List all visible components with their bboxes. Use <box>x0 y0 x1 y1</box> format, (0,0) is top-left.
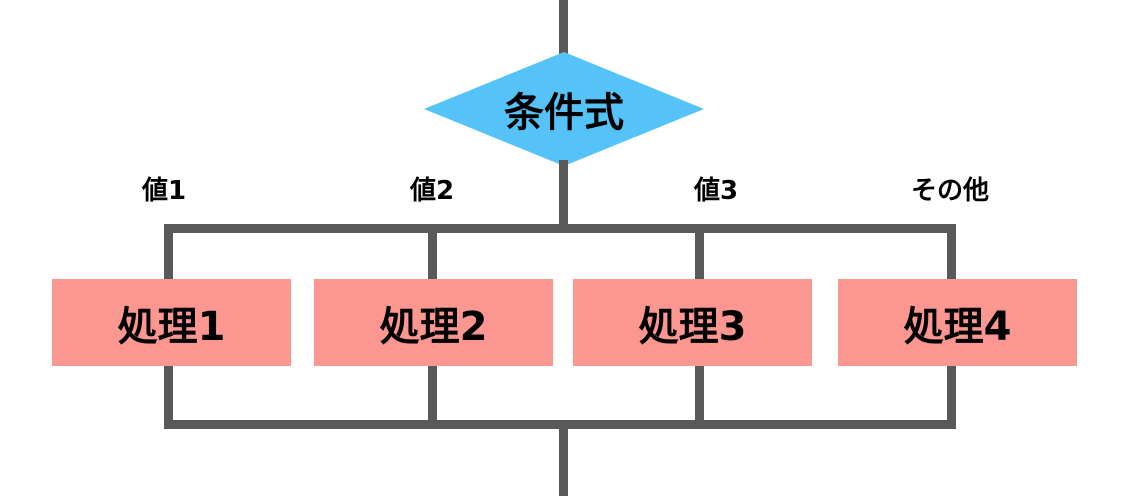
decision-to-bus-connector <box>559 160 568 232</box>
branch-drop-line-2 <box>428 224 437 282</box>
process-box-2[interactable] <box>314 279 553 366</box>
branch-label-3: 値3 <box>693 175 739 206</box>
branch-drop-line-4 <box>947 224 956 282</box>
branch-label-4: その他 <box>910 175 989 206</box>
branch-drop-line-3 <box>695 224 704 282</box>
branch-label-2: 値2 <box>409 175 455 206</box>
branch-rise-line-1 <box>164 362 173 425</box>
exit-connector-line <box>559 420 568 496</box>
decision-diamond-shape[interactable] <box>424 52 704 166</box>
branch-rise-line-4 <box>947 362 956 425</box>
process-box-4[interactable] <box>838 279 1077 366</box>
branch-drop-line-1 <box>164 224 173 282</box>
branch-rise-line-2 <box>428 362 437 425</box>
process-box-3[interactable] <box>573 279 812 366</box>
entry-connector-line <box>559 0 568 60</box>
branch-rise-line-3 <box>695 362 704 425</box>
branch-label-1: 値1 <box>141 175 187 206</box>
process-box-1[interactable] <box>52 279 291 366</box>
split-bus-line <box>164 224 956 233</box>
